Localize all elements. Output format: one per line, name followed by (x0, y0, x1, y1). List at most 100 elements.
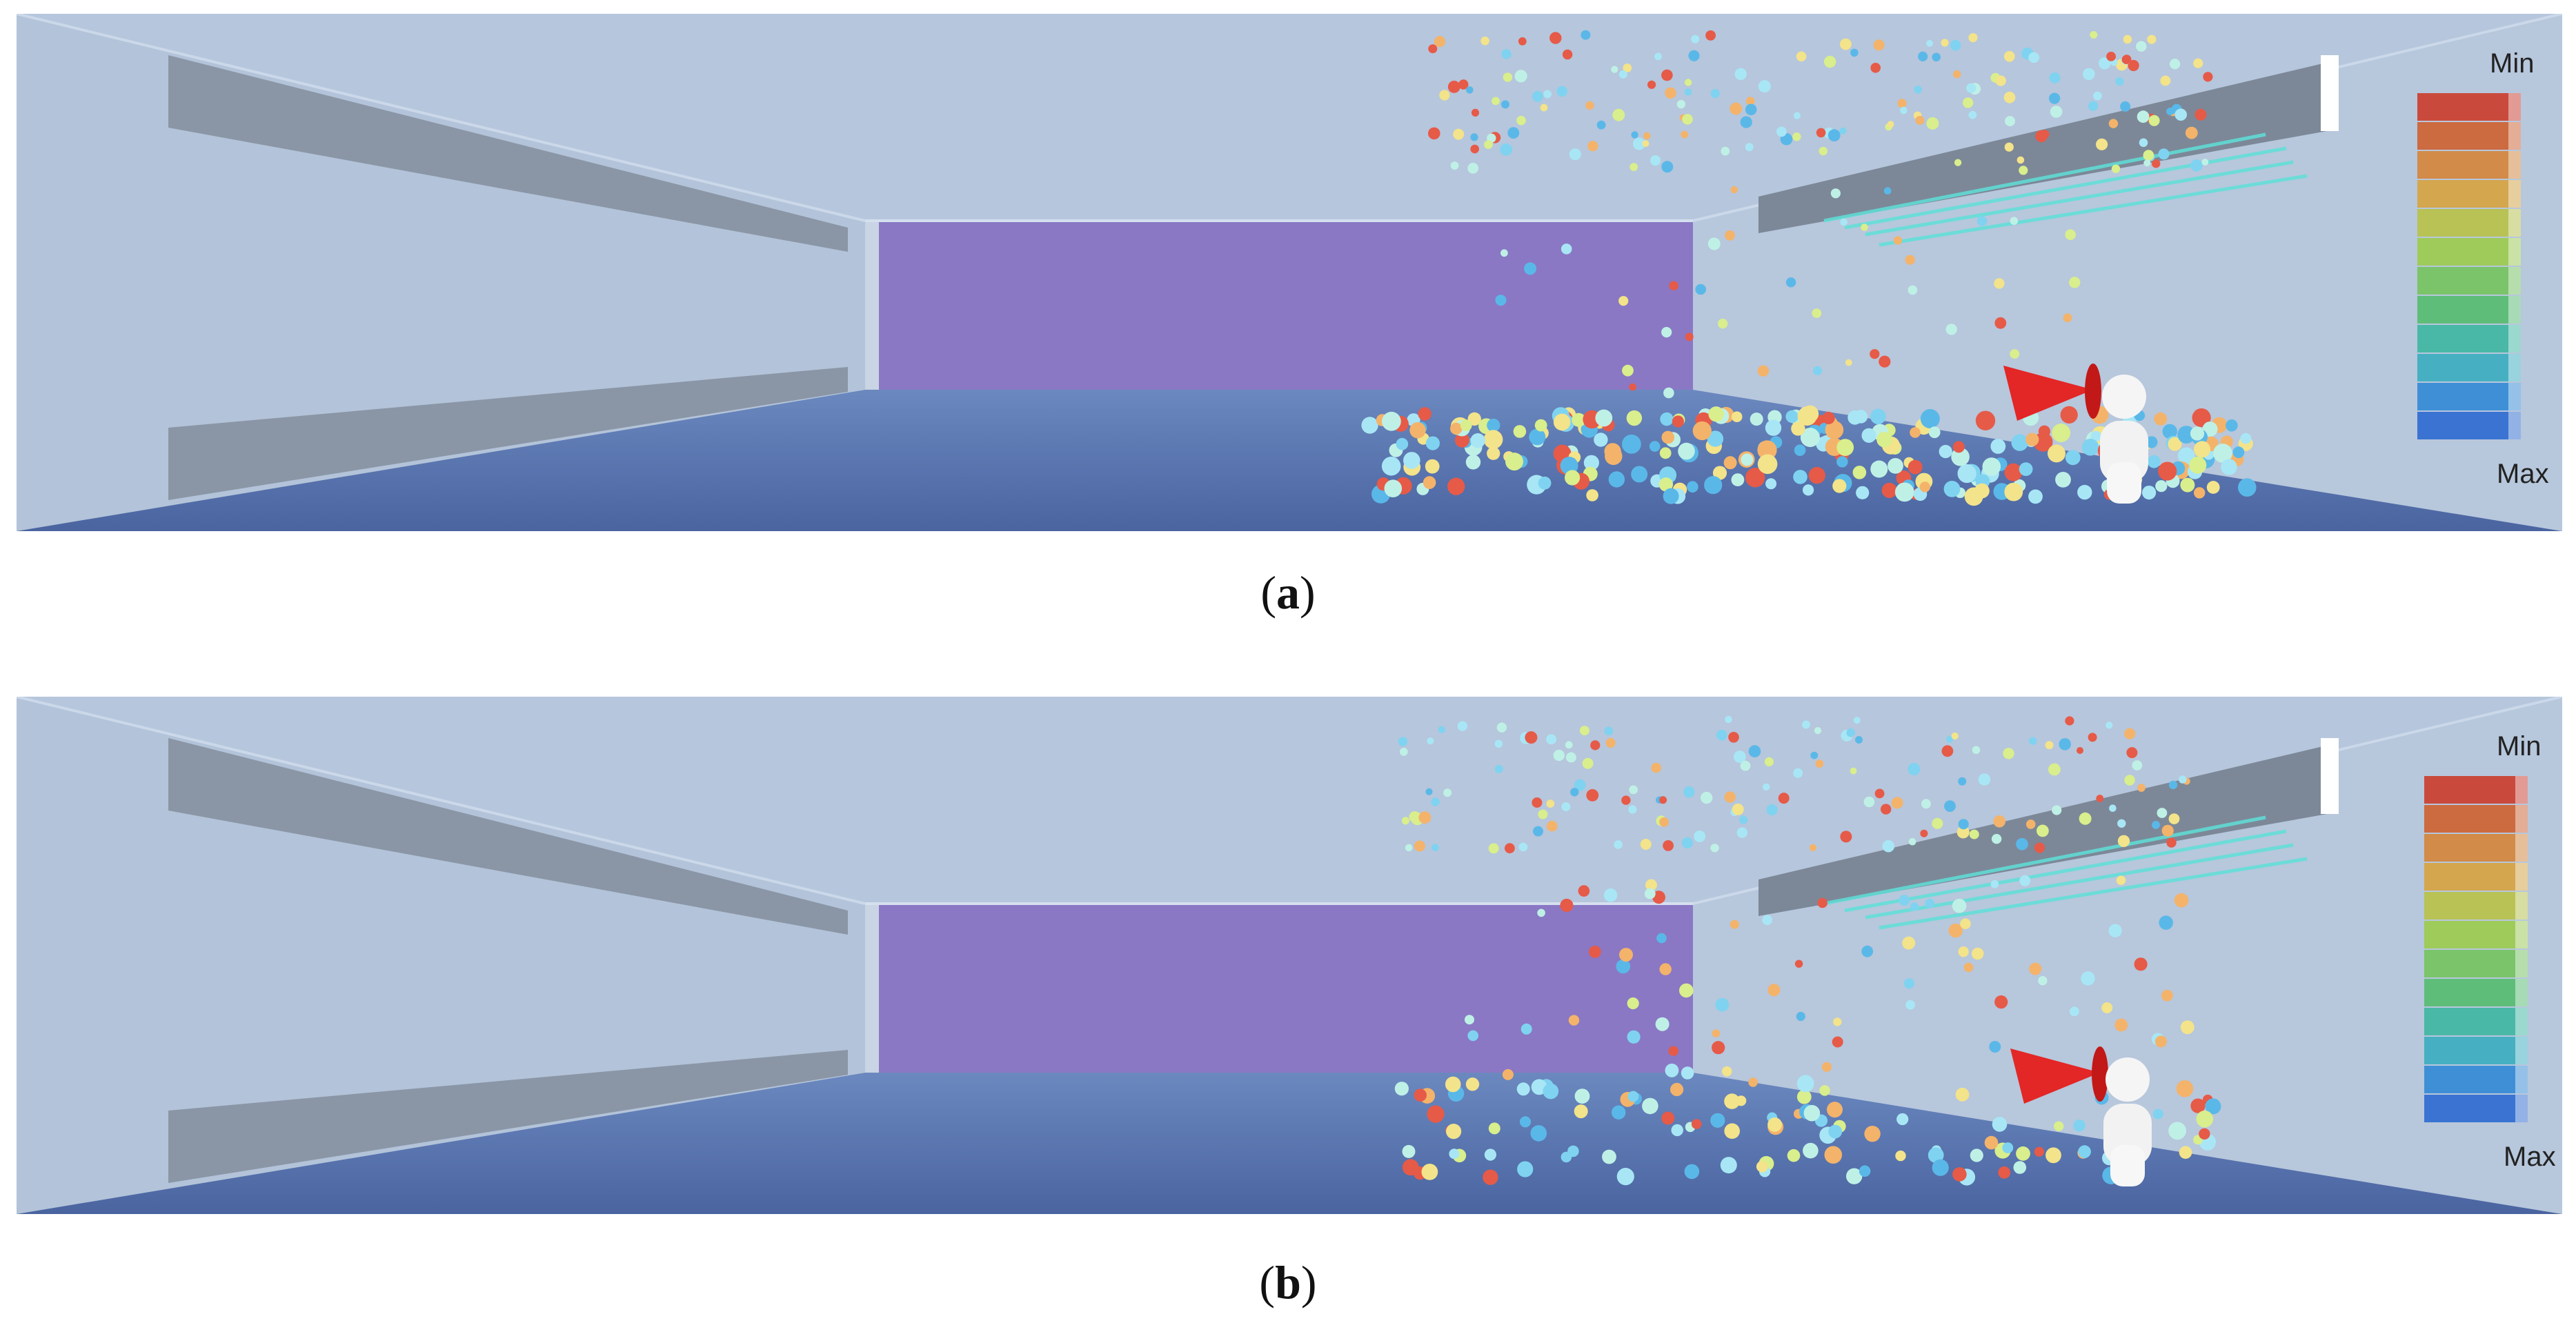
particle (1881, 804, 1892, 815)
particle (2168, 780, 2178, 790)
particle (2101, 1002, 2113, 1013)
particle (1603, 888, 1618, 902)
particle (1579, 726, 1589, 736)
particle (1684, 79, 1692, 86)
particle (2168, 1122, 2187, 1140)
floor (17, 1073, 2562, 1214)
particle (1870, 63, 1881, 73)
legend-swatch (2417, 383, 2521, 410)
particle (1710, 89, 1720, 99)
particle (1688, 50, 1700, 61)
particle (2109, 804, 2117, 812)
particle (2048, 763, 2061, 776)
particle (2154, 412, 2168, 426)
particle (2016, 837, 2028, 851)
particle (1516, 1082, 1530, 1096)
particle (1681, 130, 1689, 139)
particle (1487, 418, 1500, 433)
particle (1800, 428, 1820, 448)
particle (1518, 842, 1528, 852)
particle (1687, 481, 1698, 493)
particle (2232, 446, 2245, 459)
particle (1423, 476, 1436, 489)
particle (1707, 237, 1721, 250)
particle (1546, 734, 1557, 745)
particle (1447, 81, 1460, 93)
legend-swatch (2424, 863, 2528, 891)
particle (2124, 728, 2136, 739)
particle (2121, 54, 2132, 64)
particle (2083, 68, 2095, 81)
particle (2090, 31, 2098, 39)
particle (1517, 1161, 1534, 1177)
particle (1741, 453, 1754, 466)
particle (1778, 793, 1790, 804)
particle (1715, 997, 1730, 1012)
particle (1691, 1119, 1702, 1129)
particle (1874, 788, 1885, 799)
particle (1945, 324, 1957, 335)
particle (2213, 444, 2232, 463)
particle (1817, 897, 1827, 908)
particle (1457, 721, 1468, 731)
particle (1899, 895, 1910, 906)
particle (2081, 971, 2095, 986)
particle (2003, 50, 2015, 62)
particle (1605, 447, 1623, 466)
particle (1421, 1164, 1438, 1180)
particle (2060, 406, 2078, 424)
particle (1990, 439, 2006, 454)
particle (1994, 995, 2008, 1009)
particle (1656, 933, 1667, 944)
particle (1882, 839, 1895, 853)
particle (1968, 33, 1978, 43)
particle (1443, 788, 1452, 797)
particle (1712, 1041, 1725, 1055)
legend-min-label: Min (2490, 48, 2534, 79)
particle (1487, 446, 1500, 460)
particle (2128, 59, 2139, 72)
particle (1546, 799, 1555, 808)
particle (1764, 757, 1774, 766)
particle (2017, 156, 2025, 164)
particle (1401, 817, 1409, 825)
particle (2120, 101, 2131, 112)
particle (1990, 879, 1999, 888)
particle (1532, 90, 1543, 102)
particle (1908, 285, 1918, 295)
particle (1495, 295, 1507, 306)
particle (2028, 52, 2039, 63)
particle (2048, 444, 2065, 463)
particle (1626, 410, 1643, 426)
particle (1952, 898, 1967, 913)
particle (1450, 422, 1463, 435)
particle (1808, 466, 1825, 484)
particle (1887, 121, 1894, 128)
particle (1447, 477, 1465, 495)
particle (1900, 106, 1908, 115)
particle (1642, 1097, 1658, 1115)
particle (1691, 34, 1700, 43)
particle (1813, 366, 1823, 375)
particle (1460, 419, 1472, 431)
particle (1399, 748, 1408, 756)
particle (1645, 879, 1657, 891)
particle (1661, 430, 1675, 444)
particle (1888, 458, 1903, 474)
particle (1578, 885, 1590, 897)
particle (1681, 837, 1694, 848)
particle (2190, 159, 2203, 172)
particle (1627, 1030, 1641, 1044)
legend-swatch (2417, 267, 2521, 295)
right-wall (1693, 697, 2562, 1214)
particle (2238, 478, 2257, 497)
particle (2114, 1018, 2128, 1032)
particle (1530, 1125, 1547, 1142)
particle (2196, 1110, 2214, 1128)
particle (2117, 835, 2130, 847)
particle (1958, 946, 1969, 957)
particle (1569, 148, 1581, 161)
particle (2040, 130, 2050, 139)
particle (1394, 1082, 1409, 1096)
particle (1968, 110, 1977, 119)
